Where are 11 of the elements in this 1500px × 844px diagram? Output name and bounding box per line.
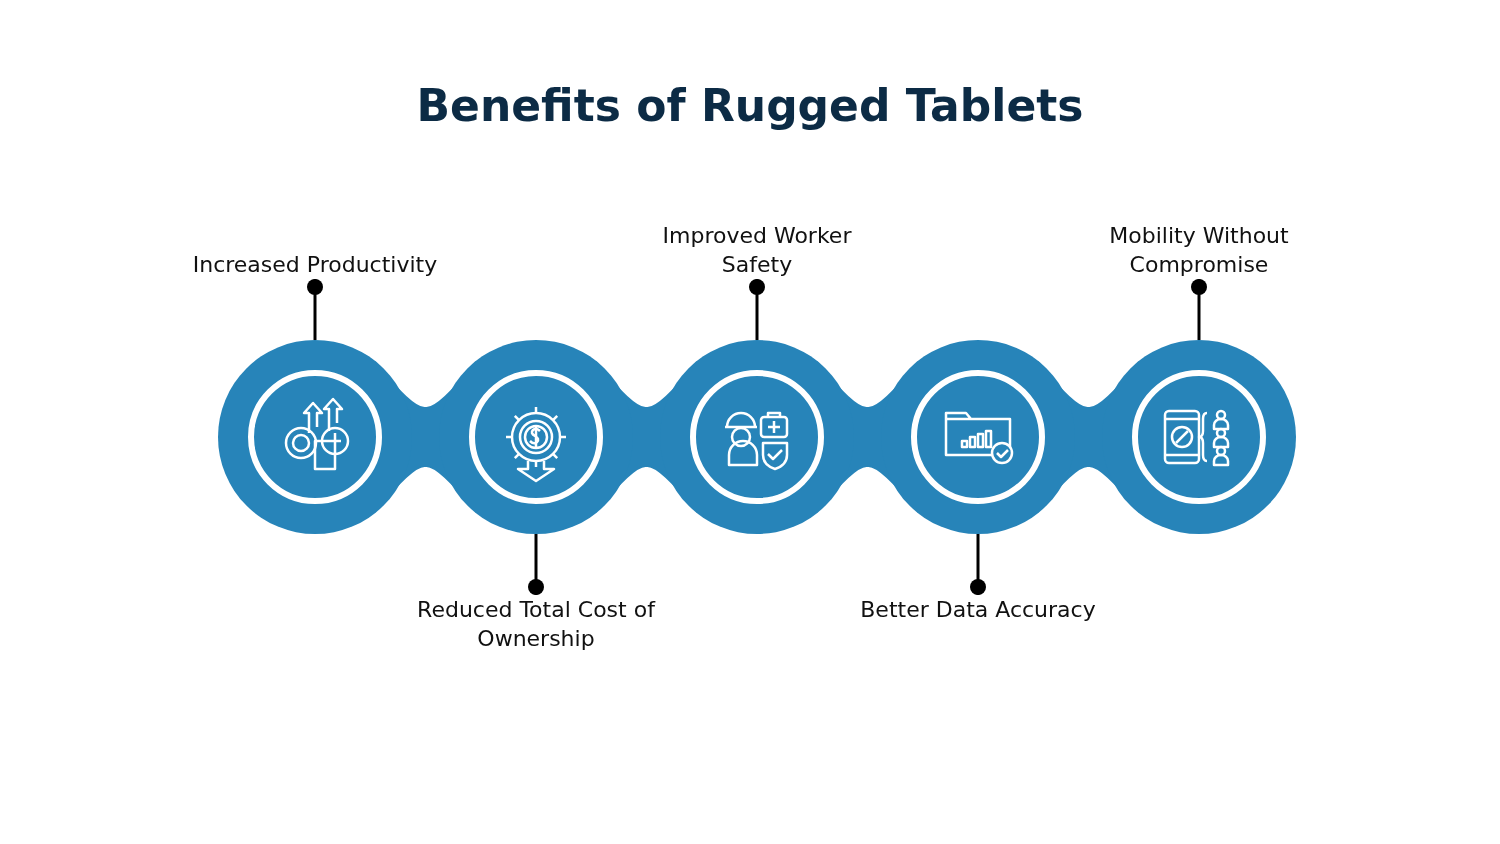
leader-line (1191, 279, 1207, 340)
leader-line (970, 534, 986, 595)
leader-line (307, 279, 323, 340)
benefit-label: Increased Productivity (190, 250, 440, 279)
leader-line (528, 534, 544, 595)
benefit-label: Improved Worker Safety (632, 221, 882, 279)
leader-line (749, 279, 765, 340)
benefit-label: Mobility Without Compromise (1074, 221, 1324, 279)
benefit-label: Reduced Total Cost of Ownership (411, 595, 661, 653)
title: Benefits of Rugged Tablets (415, 80, 1085, 131)
benefit-label: Better Data Accuracy (853, 595, 1103, 624)
